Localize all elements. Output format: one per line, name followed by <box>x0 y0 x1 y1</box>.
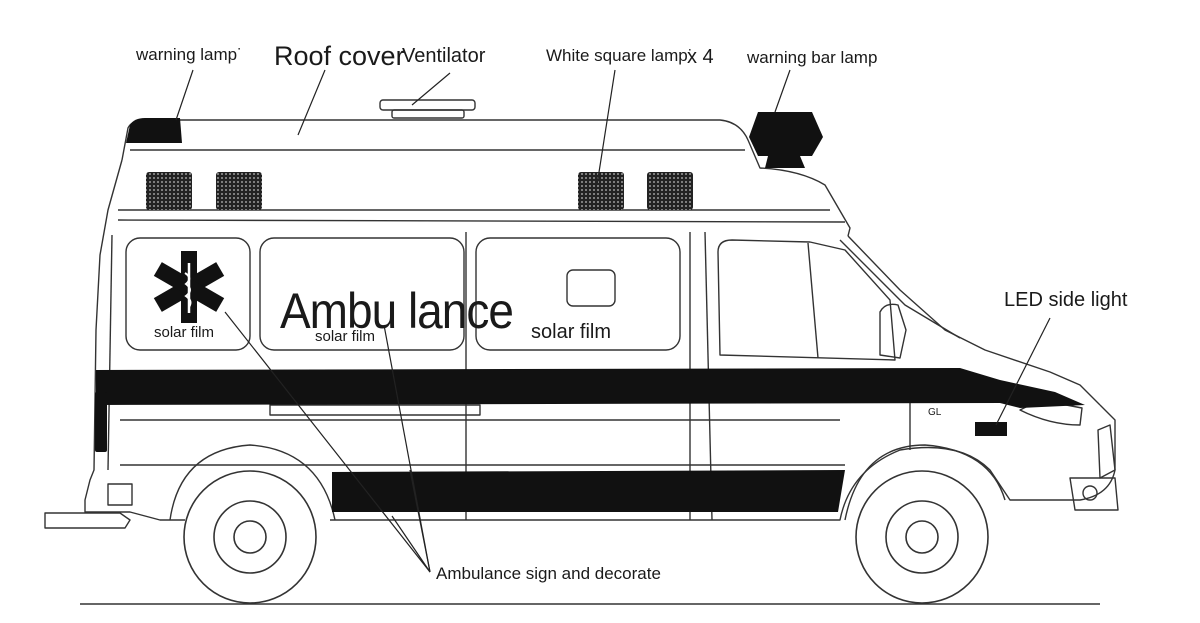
label-white-square-lamp-qty: x 4 <box>687 46 714 68</box>
ambulance-lettering: Ambu lance <box>280 282 514 339</box>
leader-led-side-light <box>995 317 1051 426</box>
square-lamp-1 <box>146 172 192 210</box>
solar-film-window-2: solar film <box>315 328 376 345</box>
rear-wheel <box>183 470 317 604</box>
label-white-square-lamp: White square lamp˙ <box>546 46 694 65</box>
window-3 <box>475 237 681 351</box>
label-ambulance-sign: Ambulance sign and decorate <box>436 564 661 583</box>
label-warning-lamp: warning lamp˙ <box>136 45 243 64</box>
window-2 <box>259 237 465 351</box>
front-wheel-arch <box>844 444 1006 521</box>
label-warning-bar-lamp: warning bar lamp <box>747 48 878 67</box>
ventilator <box>379 99 476 119</box>
solar-film-window-1: solar film <box>154 324 215 341</box>
label-ventilator: Ventilator <box>402 45 486 67</box>
leader-square-lamp <box>596 69 616 186</box>
label-roof-cover: Roof cover <box>274 41 405 71</box>
leader-warning-bar-lamp <box>774 69 791 113</box>
square-lamp-4 <box>647 172 693 210</box>
rear-step <box>44 512 131 529</box>
rear-tail-light <box>95 392 107 452</box>
rear-body <box>84 159 185 521</box>
roof-band-2 <box>117 219 846 223</box>
fog-light <box>1082 485 1098 501</box>
leader-roof-cover <box>297 69 326 136</box>
cab-window <box>717 239 896 361</box>
led-side-light <box>975 422 1007 436</box>
window-3-inset <box>566 269 616 307</box>
warning-bar-lamp <box>749 112 823 168</box>
sliding-door-rail <box>269 404 481 416</box>
square-lamp-2 <box>216 172 262 210</box>
rear-panel <box>107 234 113 471</box>
front-grille <box>1097 424 1116 479</box>
rear-hitch <box>107 483 133 506</box>
warning-lamp <box>126 118 182 143</box>
label-led-side-light: LED side light <box>1004 289 1128 311</box>
rear-wheel-arch <box>169 444 336 521</box>
hood-line <box>847 235 1101 406</box>
leader-decorate-1 <box>224 311 431 573</box>
leader-ventilator <box>411 72 451 106</box>
lower-decoration-band <box>332 470 845 512</box>
headlight <box>1019 399 1083 426</box>
leader-decorate-4 <box>409 469 431 573</box>
cab-pillar <box>807 242 819 359</box>
leader-warning-lamp <box>175 69 194 121</box>
window-1 <box>125 237 251 351</box>
side-mirror <box>879 303 907 359</box>
model-badge: GL <box>928 407 942 418</box>
leader-decorate-3 <box>391 515 431 573</box>
front-bumper <box>1069 477 1119 511</box>
front-wheel <box>855 470 989 604</box>
hood-line-2 <box>839 239 961 339</box>
square-lamp-3 <box>578 172 624 210</box>
solar-film-window-3: solar film <box>531 321 612 343</box>
star-of-life-icon <box>153 251 225 323</box>
body-stripe <box>96 368 1085 408</box>
